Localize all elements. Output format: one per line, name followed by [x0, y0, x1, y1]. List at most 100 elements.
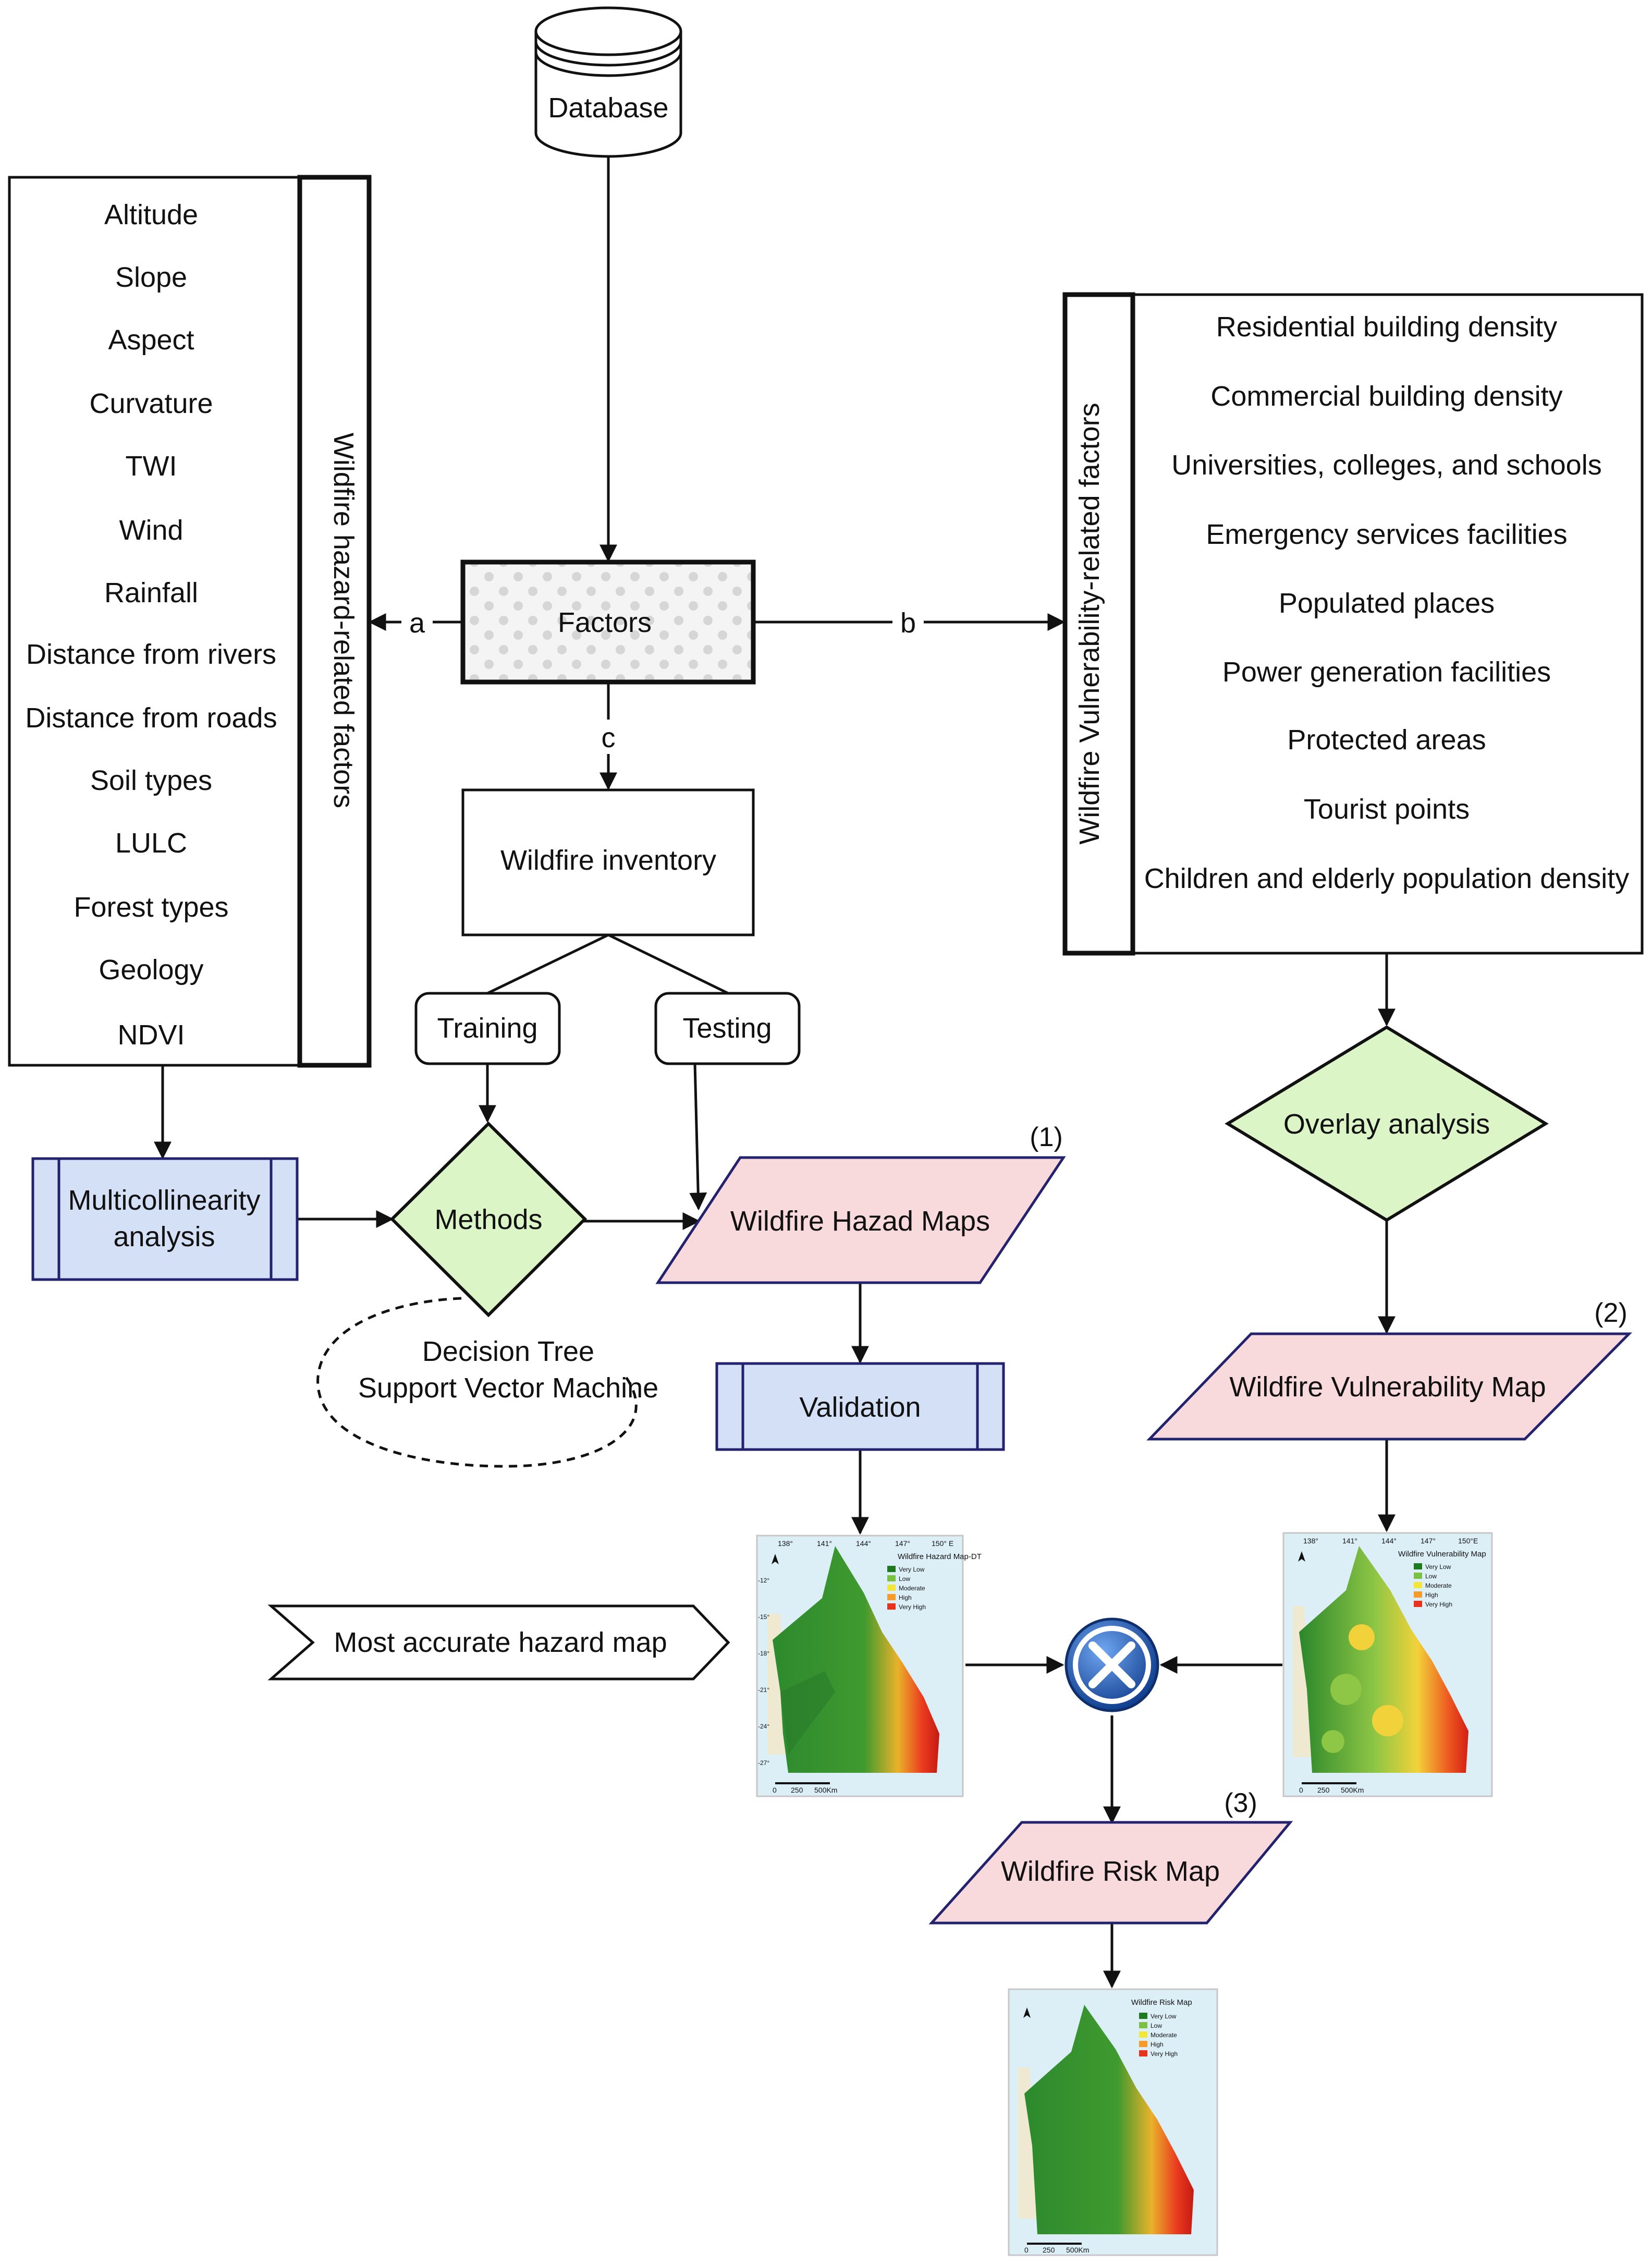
legend-entry: Very High: [1425, 1601, 1452, 1608]
multicollinearity-label-line-2: analysis: [113, 1221, 215, 1252]
map-title: Wildfire Vulnerability Map: [1398, 1550, 1486, 1559]
edges: [154, 156, 1396, 1989]
map-lon-tick: 150° E: [932, 1539, 953, 1548]
legend-entry: High: [899, 1594, 912, 1601]
hazard-factor-item: LULC: [115, 827, 187, 859]
north-arrow-icon: [1023, 2007, 1031, 2018]
vulnerability-factors-title: Wildfire Vulnerability-related factors: [1074, 403, 1105, 844]
factors-node: Factors: [460, 559, 756, 685]
hazard-factor-item: Forest types: [74, 892, 228, 923]
legend-entry: Very High: [899, 1603, 926, 1611]
vulnerability-factor-item: Protected areas: [1287, 724, 1486, 756]
legend-entry: High: [1151, 2041, 1164, 2048]
validation-node: Validation: [715, 1362, 1005, 1451]
methods-list-item: Support Vector Machine: [358, 1372, 658, 1404]
legend-entry: Moderate: [1425, 1582, 1452, 1589]
wildfire-inventory-label: Wildfire inventory: [500, 845, 716, 876]
hazard-factors-title: Wildfire hazard-related factors: [328, 433, 359, 808]
database-label: Database: [548, 92, 668, 124]
vulnerability-factor-item: Commercial building density: [1210, 381, 1562, 412]
methods-node: Methods: [389, 1121, 588, 1318]
north-arrow-icon: [1298, 1551, 1305, 1562]
map-title: Wildfire Risk Map: [1131, 1998, 1192, 2007]
map-lon-tick: 141°: [817, 1539, 832, 1548]
hazard-factor-item: NDVI: [117, 1019, 185, 1051]
scale-label: 500Km: [1341, 1786, 1364, 1794]
risk-map-image: Wildfire Risk Map Very Low Low Moderate …: [1008, 1988, 1218, 2256]
edge-label-b-bg: [892, 605, 924, 639]
hazard-factor-item: Rainfall: [104, 577, 198, 608]
legend-entry: Very Low: [899, 1566, 925, 1573]
hazard-factor-item: Geology: [99, 954, 203, 985]
scale-label: 0: [773, 1786, 777, 1794]
testing-node: Testing: [654, 992, 801, 1065]
map-lon-tick: 138°: [778, 1539, 793, 1548]
hazard-factor-item: Wind: [119, 515, 183, 546]
legend-entry: Low: [899, 1575, 910, 1583]
edge-testing-hazard-maps: [689, 1063, 707, 1211]
edge-label-c: c: [602, 722, 616, 753]
validation-label: Validation: [799, 1392, 921, 1423]
overlay-analysis-label: Overlay analysis: [1283, 1109, 1490, 1140]
vulnerability-factor-item: Emergency services facilities: [1206, 519, 1567, 550]
vulnerability-map-node: Wildfire Vulnerability Map (2): [1146, 1298, 1632, 1441]
map-lat-tick: -15°: [758, 1613, 769, 1621]
overlay-analysis-node: Overlay analysis: [1225, 1025, 1549, 1222]
risk-map-marker: (3): [1224, 1788, 1257, 1818]
map-lat-tick: -21°: [758, 1686, 769, 1694]
edge-inventory-testing: [607, 933, 729, 995]
hazard-factor-item: Altitude: [104, 199, 198, 230]
legend-entry: Moderate: [1151, 2031, 1177, 2039]
hazard-factor-item: Aspect: [108, 324, 194, 356]
edge-inventory-training: [486, 933, 609, 995]
hazard-factor-item: Curvature: [89, 388, 213, 419]
north-arrow-icon: [772, 1554, 779, 1564]
map-lon-tick: 147°: [895, 1539, 910, 1548]
multiply-node: [1064, 1617, 1159, 1712]
hazard-maps-label: Wildfire Hazad Maps: [730, 1206, 990, 1237]
edge-label-b: b: [900, 607, 916, 639]
methods-list-callout: Decision Tree Support Vector Machine: [316, 1297, 658, 1468]
map-lat-tick: -12°: [758, 1577, 769, 1584]
scale-label: 250: [791, 1786, 803, 1794]
vulnerability-factor-item: Children and elderly population density: [1144, 863, 1630, 894]
map-lon-tick: 144°: [856, 1539, 871, 1548]
map-title: Wildfire Hazard Map-DT: [898, 1552, 982, 1561]
hazard-factor-item: Soil types: [90, 765, 212, 796]
map-lat-tick: -18°: [758, 1650, 769, 1657]
map-lon-tick: 150°E: [1458, 1537, 1478, 1545]
edge-label-c-bg: [593, 720, 624, 754]
scale-label: 250: [1043, 2246, 1055, 2254]
hazard-factor-item: Slope: [115, 262, 187, 293]
risk-map-label: Wildfire Risk Map: [1001, 1856, 1220, 1887]
edge-label-a: a: [409, 607, 425, 639]
hazard-maps-node: Wildfire Hazad Maps (1): [655, 1122, 1066, 1284]
hazard-factor-list: Altitude Slope Aspect Curvature TWI Wind…: [25, 199, 277, 1051]
map-lat-tick: -27°: [758, 1759, 769, 1767]
legend-entry: Very Low: [1151, 2013, 1177, 2020]
vulnerability-factor-list: Residential building density Commercial …: [1144, 311, 1630, 894]
vulnerability-factors-panel: Wildfire Vulnerability-related factors R…: [1062, 292, 1644, 956]
multicollinearity-node: Multicollinearity analysis: [31, 1157, 299, 1281]
hazard-factor-item: Distance from roads: [25, 702, 277, 734]
testing-label: Testing: [682, 1013, 772, 1044]
vulnerability-map-label: Wildfire Vulnerability Map: [1229, 1371, 1546, 1403]
training-node: Training: [414, 992, 561, 1065]
hazard-map-image: 138° 141° 144° 147° 150° E -12° -15° -18…: [756, 1535, 982, 1797]
scale-label: 500Km: [814, 1786, 837, 1794]
training-label: Training: [437, 1013, 537, 1044]
map-lon-tick: 147°: [1421, 1537, 1436, 1545]
multicollinearity-label-line-1: Multicollinearity: [68, 1185, 260, 1216]
legend-entry: High: [1425, 1591, 1438, 1599]
hazard-factors-panel: Wildfire hazard-related factors Altitude…: [8, 175, 372, 1068]
legend-entry: Low: [1425, 1573, 1437, 1580]
methods-label: Methods: [434, 1204, 542, 1235]
vulnerability-factor-item: Tourist points: [1304, 794, 1470, 825]
factors-label: Factors: [558, 607, 652, 638]
map-lon-tick: 144°: [1381, 1537, 1397, 1545]
methods-list-item: Decision Tree: [422, 1336, 594, 1367]
vulnerability-map-image: 138° 141° 144° 147° 150°E Wildfire Vulne…: [1282, 1532, 1493, 1797]
database-node: Database: [534, 6, 682, 158]
legend-entry: Low: [1151, 2022, 1162, 2029]
